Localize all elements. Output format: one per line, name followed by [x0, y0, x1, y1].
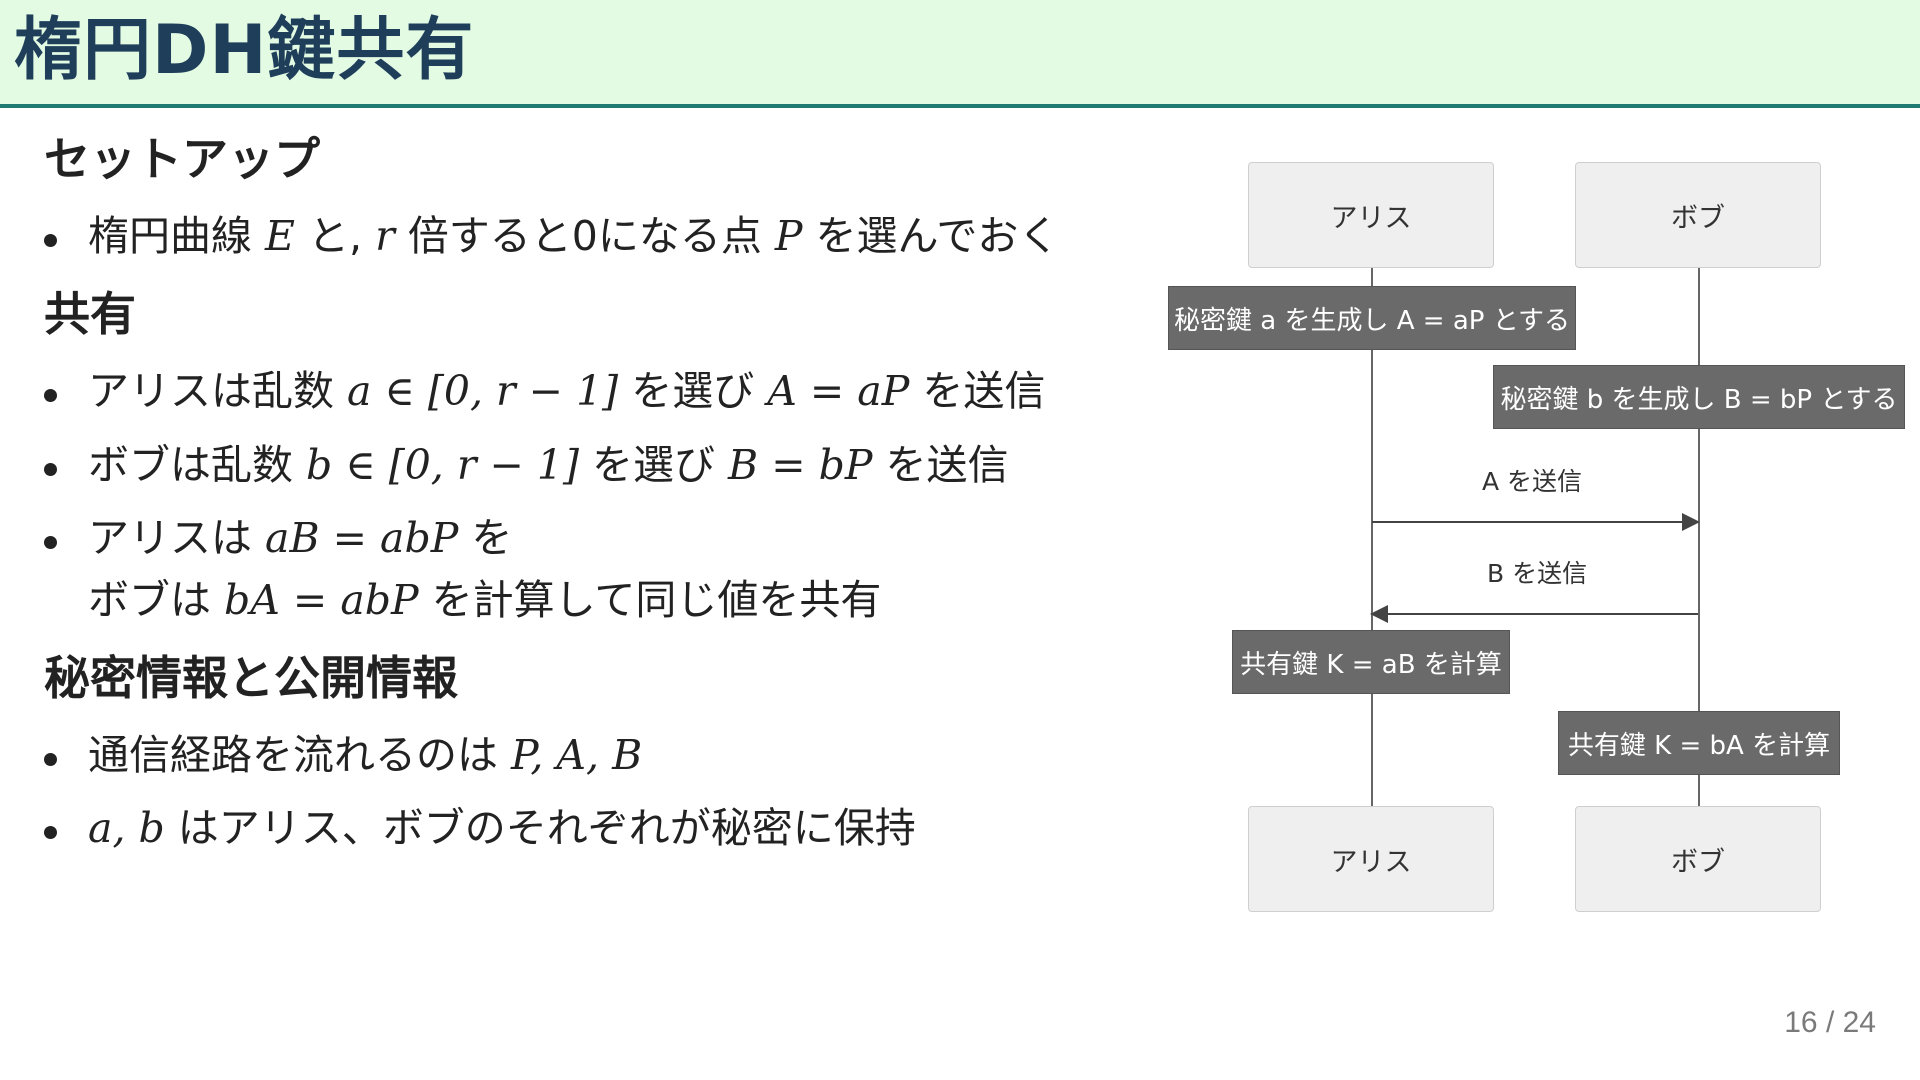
note-alice-secret: 秘密鍵 a を生成し A = aP とする	[1168, 286, 1576, 350]
message-arrow-a	[1372, 513, 1700, 531]
alice-lifeline	[1371, 256, 1373, 806]
note-bob-secret: 秘密鍵 b を生成し B = bP とする	[1493, 365, 1905, 429]
message-label-b: B を送信	[1487, 559, 1588, 588]
section-heading-setup: セットアップ	[44, 132, 320, 186]
section-heading-secret-public: 秘密情報と公開情報	[44, 651, 458, 706]
message-label-a: A を送信	[1482, 467, 1583, 496]
message-arrow-b	[1370, 605, 1698, 623]
actor-bob-top: ボブ	[1575, 162, 1821, 268]
actor-alice-top: アリス	[1248, 162, 1494, 268]
bullet-bob-random: ボブは乱数 b ∈ [0, r − 1] を選び B = bP を送信	[44, 435, 1124, 497]
section-heading-sharing: 共有	[44, 287, 136, 342]
bob-lifeline	[1698, 256, 1700, 806]
note-bob-shared: 共有鍵 K = bA を計算	[1558, 711, 1840, 775]
secret-public-bullets: 通信経路を流れるのは P, A, B a, b はアリス、ボブのそれぞれが秘密に…	[44, 725, 1124, 860]
setup-bullets: 楕円曲線 E と, r 倍すると0になる点 P を選んでおく	[44, 206, 1124, 268]
actor-alice-bottom: アリス	[1248, 806, 1494, 912]
actor-bob-bottom: ボブ	[1575, 806, 1821, 912]
page-number: 16 / 24	[1784, 1006, 1876, 1039]
sequence-diagram: アリス ボブ 秘密鍵 a を生成し A = aP とする 秘密鍵 b を生成し …	[1160, 150, 1920, 930]
sharing-bullets: アリスは乱数 a ∈ [0, r − 1] を選び A = aP を送信 ボブは…	[44, 361, 1124, 631]
page-title: 楕円DH鍵共有	[14, 11, 475, 90]
title-bar: 楕円DH鍵共有	[0, 0, 1920, 108]
bullet-public-info: 通信経路を流れるのは P, A, B	[44, 725, 1124, 787]
bullet-setup-curve: 楕円曲線 E と, r 倍すると0になる点 P を選んでおく	[44, 206, 1124, 268]
note-alice-shared: 共有鍵 K = aB を計算	[1232, 630, 1510, 694]
slide-content: セットアップ 楕円曲線 E と, r 倍すると0になる点 P を選んでおく 共有…	[44, 130, 1124, 878]
bullet-secret-info: a, b はアリス、ボブのそれぞれが秘密に保持	[44, 798, 1124, 860]
bullet-compute-shared: アリスは aB = abP を ボブは bA = abP を計算して同じ値を共有	[44, 508, 1124, 631]
bullet-alice-random: アリスは乱数 a ∈ [0, r − 1] を選び A = aP を送信	[44, 361, 1124, 423]
